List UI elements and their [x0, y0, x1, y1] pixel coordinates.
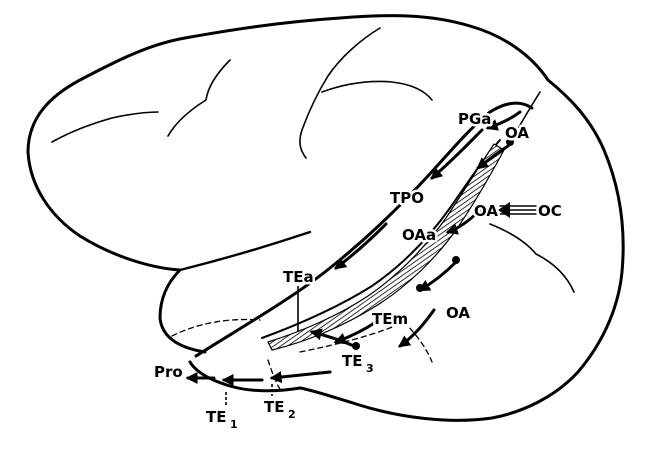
label-pro: Pro — [154, 363, 183, 381]
label-te2-sub: 2 — [288, 408, 296, 421]
arrow-tpo-down — [334, 222, 388, 270]
label-oaa: OAa — [402, 226, 436, 244]
dot-tem — [416, 284, 424, 292]
dot-te3 — [352, 342, 360, 350]
arrow-te3-to-tea — [309, 328, 356, 348]
temporal-pole-outline — [188, 360, 302, 393]
arrow-pga-to-tpo — [430, 128, 484, 180]
sts-upper-bank — [194, 101, 534, 358]
arrow-oc-head — [498, 202, 510, 218]
label-oa-low: OA — [446, 304, 470, 322]
intraparietal-sulcus — [321, 80, 433, 101]
label-oa-top: OA — [505, 124, 529, 142]
label-oa-mid: OA — [474, 202, 498, 220]
label-pga: PGa — [458, 110, 491, 128]
label-tpo: TPO — [390, 189, 424, 207]
lateral-fissure — [178, 230, 312, 272]
arrow-oa-low-to-te3 — [398, 308, 436, 348]
label-te1-sub: 1 — [230, 418, 238, 431]
label-oc: OC — [538, 202, 562, 220]
lunate-sulcus — [511, 91, 541, 141]
label-te3-sub: 3 — [366, 362, 374, 375]
label-te1: TE — [206, 408, 226, 426]
arrow-oa-to-oaa — [476, 144, 510, 170]
label-te3: TE — [342, 352, 362, 370]
label-te2: TE — [264, 398, 284, 416]
sts-lower-bank — [261, 139, 501, 339]
arrow-te3-to-te2 — [269, 370, 332, 384]
dashed-border-lower — [171, 318, 433, 363]
arrow-oa-to-oaa-mid — [445, 208, 482, 235]
dot-oa-low — [452, 256, 460, 264]
arcuate-sulcus — [167, 59, 231, 137]
principal-sulcus — [51, 111, 159, 143]
central-sulcus — [299, 27, 381, 159]
occipital-sulcus — [489, 223, 575, 293]
label-tea: TEa — [283, 268, 314, 286]
brain-outline — [26, 14, 625, 422]
label-tem: TEm — [372, 310, 408, 328]
arrow-oa-to-pga — [485, 110, 522, 131]
dot-oa-top — [506, 138, 514, 146]
